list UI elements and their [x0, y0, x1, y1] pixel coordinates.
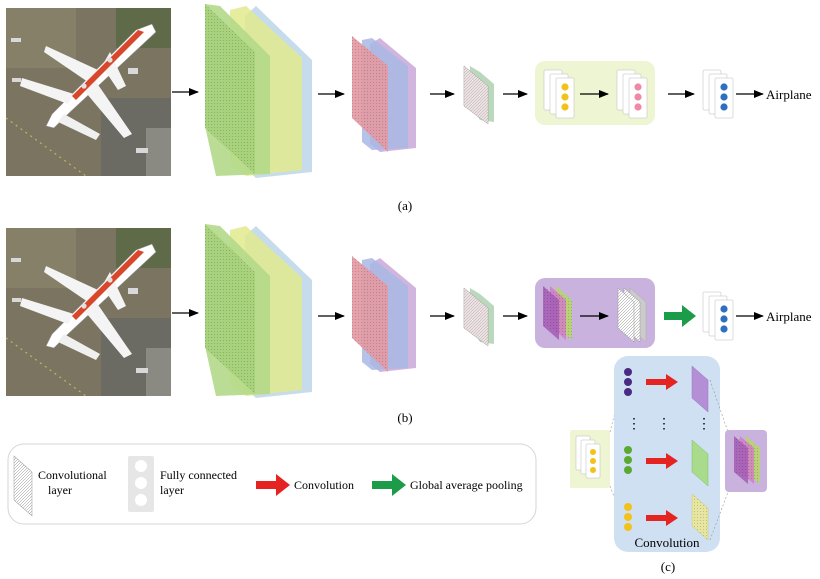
caption-c: (c)	[661, 559, 675, 574]
neuron-group-purple	[624, 368, 632, 396]
panel-c: ⋮ ⋮ ⋮	[570, 356, 767, 574]
fully-connected-layer-icon	[128, 456, 154, 512]
global-average-pooling-arrow-icon	[664, 305, 696, 327]
legend: Convolutional layer Fully connected laye…	[7, 443, 537, 525]
convolution-arrow-icon	[256, 474, 290, 496]
convolution-panel-title: Convolution	[634, 535, 700, 550]
convolution-arrow-icon	[646, 374, 678, 390]
legend-fc-layer-line1: Fully connected	[160, 468, 237, 482]
panel-b: Airplane (b)	[5, 224, 812, 425]
neuron-group-yellow	[624, 503, 632, 531]
neuron-group-green	[624, 446, 632, 474]
legend-fc-layer-line2: layer	[160, 483, 184, 497]
input-airplane-image	[5, 227, 172, 397]
feature-map-green	[691, 439, 709, 487]
conv-block-1	[205, 224, 312, 398]
fc-output-layer	[702, 69, 734, 119]
legend-global-average-pooling: Global average pooling	[410, 478, 523, 492]
ellipsis-left: ⋮	[627, 417, 641, 432]
input-airplane-image	[5, 7, 172, 177]
caption-a: (a)	[398, 198, 412, 213]
output-label-a: Airplane	[766, 87, 812, 102]
fc-layer-stack-2	[616, 69, 648, 119]
fc-layer-stack-1	[543, 69, 575, 119]
conv-block-3	[463, 287, 494, 347]
conv-output-block	[617, 287, 647, 343]
convolution-arrow-icon	[646, 453, 678, 469]
caption-b: (b)	[397, 410, 412, 425]
convolutional-layer-icon	[13, 455, 33, 517]
stacked-feature-maps	[734, 436, 760, 484]
multi-channel-conv-block	[543, 286, 572, 340]
global-average-pooling-arrow-icon	[372, 474, 406, 496]
conv-block-3	[463, 65, 494, 125]
feature-map-purple	[691, 365, 709, 413]
ellipsis-right: ⋮	[697, 417, 711, 432]
ellipsis-middle: ⋮	[657, 417, 671, 432]
panel-a: Airplane (a)	[5, 4, 812, 213]
conv-block-1	[205, 4, 312, 178]
conv-block-2	[352, 256, 416, 372]
legend-convolution: Convolution	[294, 478, 354, 492]
conv-block-2	[352, 36, 416, 152]
output-label-b: Airplane	[766, 309, 812, 324]
legend-conv-layer-line2: layer	[48, 483, 72, 497]
fc-input-stack	[575, 435, 601, 479]
convolution-arrow-icon	[646, 510, 678, 526]
fc-output-layer	[702, 291, 734, 341]
legend-conv-layer-line1: Convolutional	[38, 468, 107, 482]
